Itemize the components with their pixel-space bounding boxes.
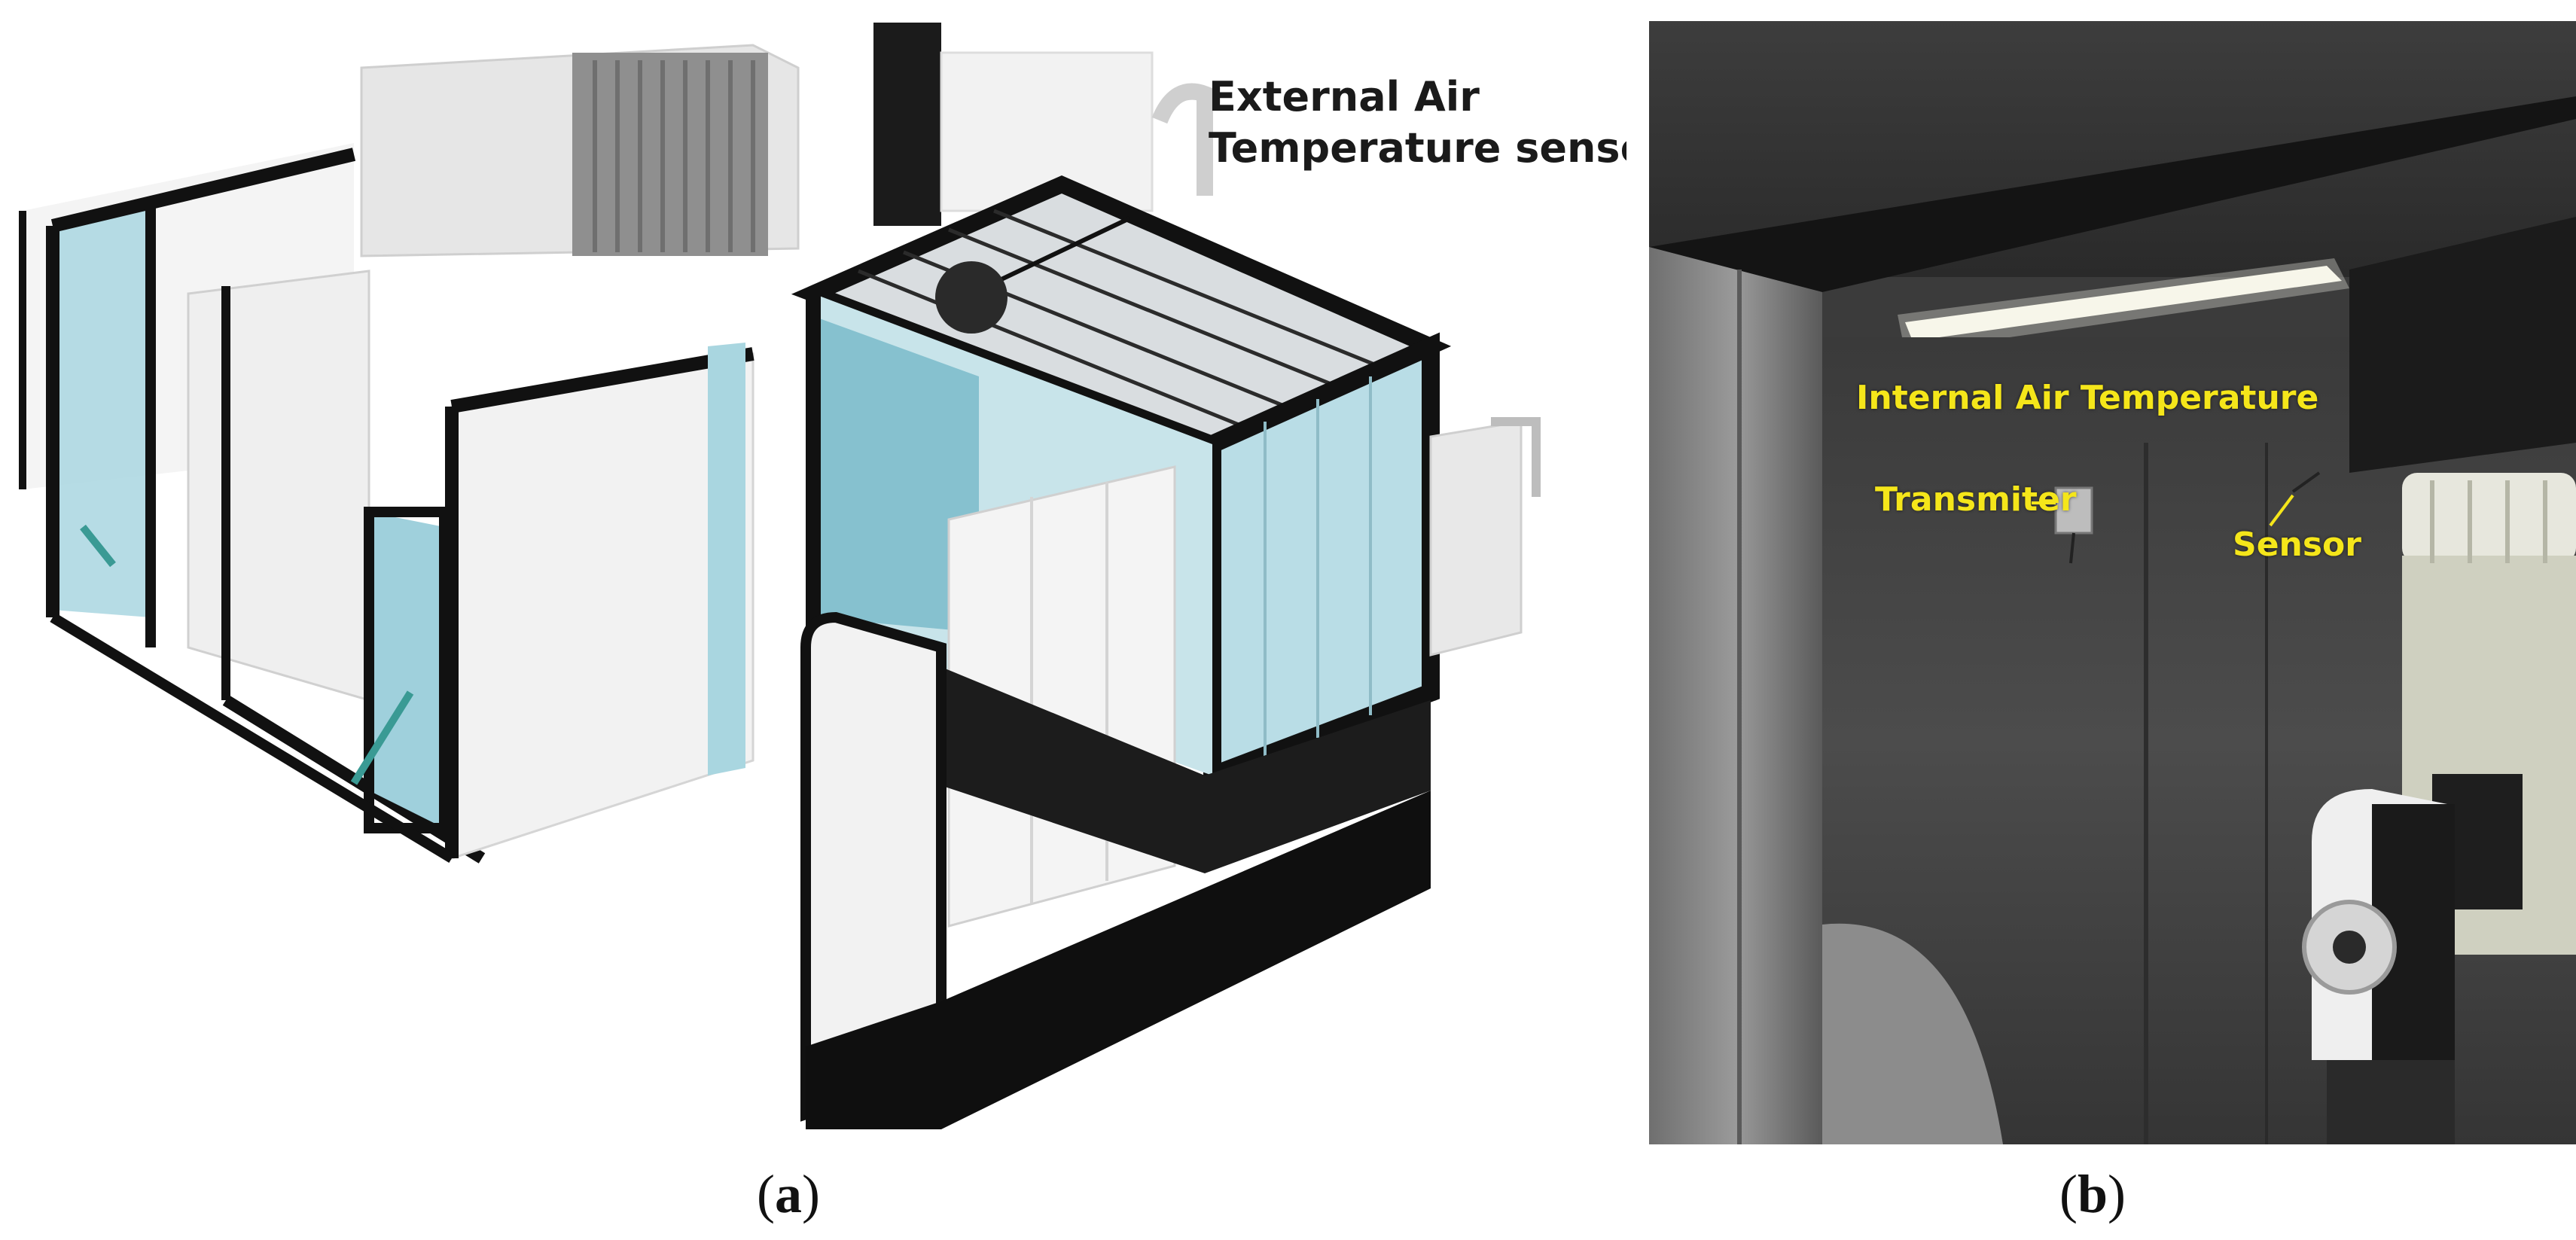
external-air-label-line2: Temperature sensor	[1209, 123, 1626, 172]
enclosure-interior-photo	[1649, 21, 2576, 1144]
panel-b-photo: Internal Air Temperature Transmiter Sens…	[1649, 21, 2576, 1144]
transmitter-label: Transmiter	[1875, 480, 2077, 519]
caption-a-letter: a	[774, 1164, 802, 1224]
sensor-label: Sensor	[2233, 526, 2361, 564]
caption-a: (a)	[757, 1164, 820, 1224]
external-air-sensor-callout: External Air Temperature sensor	[1209, 72, 1626, 173]
caption-b: (b)	[2059, 1164, 2126, 1224]
enclosure-render-illustration	[19, 23, 1541, 1129]
caption-b-letter: b	[2077, 1164, 2108, 1224]
panel-a-render: External Air Temperature sensor	[19, 23, 1626, 1129]
internal-air-temperature-label: Internal Air Temperature	[1856, 379, 2319, 417]
external-air-label-line1: External Air	[1209, 73, 1480, 120]
